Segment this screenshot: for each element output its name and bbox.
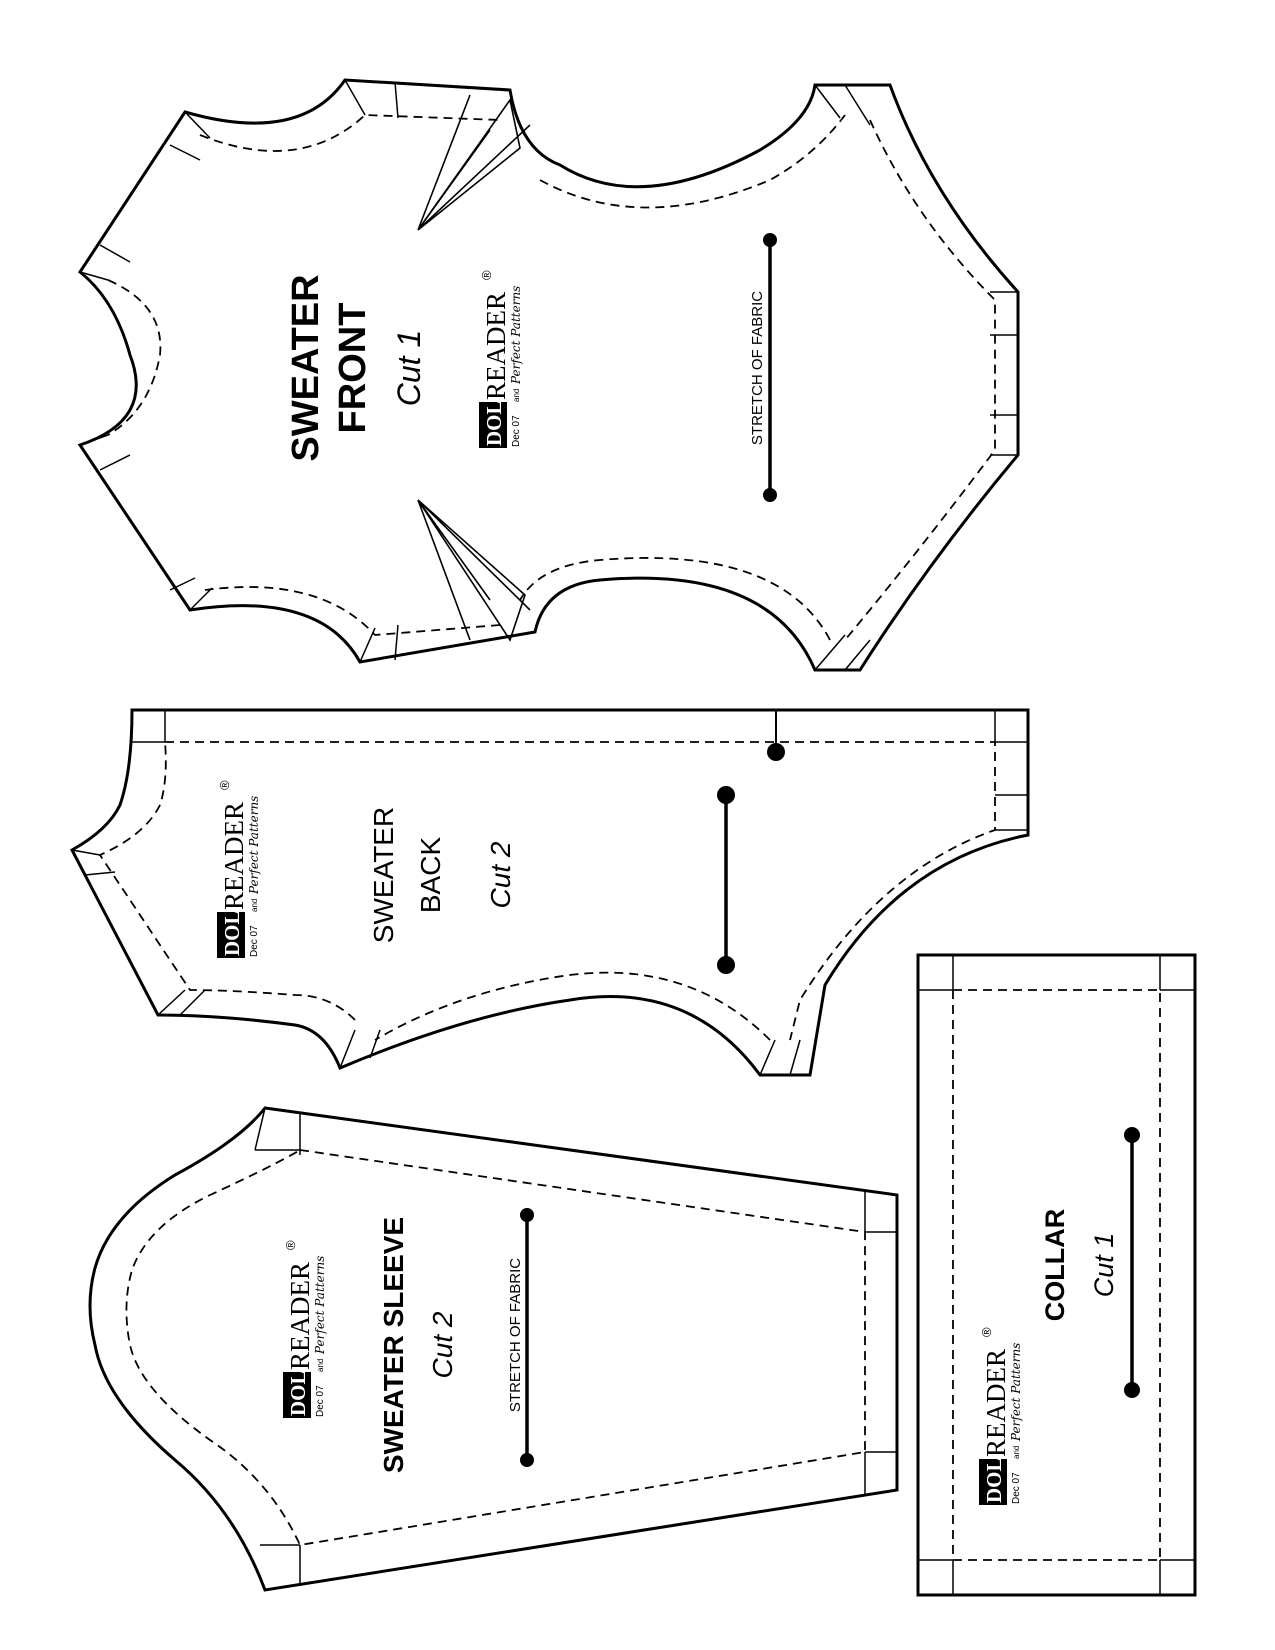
sweater-front-hem-ticks: [79, 79, 1018, 671]
svg-text:and: and: [512, 389, 521, 402]
svg-text:and: and: [1012, 1446, 1021, 1459]
sweater-front-piece: STRETCH OF FABRIC SWEATER FRONT Cut 1 DO…: [77, 78, 1020, 672]
svg-text:®: ®: [979, 1327, 994, 1337]
svg-text:and: and: [316, 1359, 325, 1372]
svg-text:READER: READER: [981, 1349, 1011, 1457]
svg-text:Perfect Patterns: Perfect Patterns: [247, 796, 261, 895]
sweater-back-logo: DOLL READER ® Dec 07 and Perfect Pattern…: [217, 780, 261, 958]
sweater-back-fold-mark: [767, 710, 785, 761]
sweater-back-hem-ticks: [71, 710, 1028, 1076]
sweater-front-seam-line: [107, 114, 996, 641]
svg-text:DOLL: DOLL: [286, 1356, 310, 1416]
svg-text:and: and: [250, 899, 259, 912]
sweater-sleeve-piece: STRETCH OF FABRIC SWEATER SLEEVE Cut 2 D…: [88, 1106, 899, 1592]
sweater-sleeve-title: SWEATER SLEEVE: [378, 1217, 409, 1473]
sweater-sleeve-seam-line: [125, 1149, 866, 1546]
sweater-back-piece: SWEATER BACK Cut 2 DOLL READER ® Dec 07 …: [69, 708, 1030, 1077]
svg-text:Perfect Patterns: Perfect Patterns: [509, 286, 523, 385]
sweater-back-subtitle: BACK: [415, 837, 446, 914]
sweater-back-cut-count: Cut 2: [485, 841, 516, 908]
sweater-back-seam-line: [98, 741, 996, 1041]
svg-text:READER: READER: [481, 292, 511, 400]
collar-corner-ticks: [918, 955, 1195, 1595]
collar-cut-line: [916, 953, 1197, 1597]
sweater-back-title: SWEATER: [368, 807, 399, 943]
sweater-front-title: SWEATER: [285, 274, 327, 461]
collar-grainline: [1124, 1127, 1140, 1398]
svg-text:READER: READER: [285, 1262, 315, 1370]
sweater-sleeve-grain-label: STRETCH OF FABRIC: [507, 1258, 524, 1412]
collar-cut-count: Cut 1: [1089, 1233, 1119, 1298]
svg-text:READER: READER: [219, 802, 249, 910]
sweater-front-grain-label: STRETCH OF FABRIC: [749, 291, 766, 445]
svg-text:Perfect Patterns: Perfect Patterns: [1009, 1343, 1023, 1442]
sweater-front-subtitle: FRONT: [332, 303, 374, 434]
sweater-sleeve-cut-count: Cut 2: [427, 1311, 458, 1378]
collar-piece: COLLAR Cut 1 DOLL READER ® Dec 07 and Pe…: [916, 953, 1197, 1597]
svg-text:®: ®: [479, 270, 494, 280]
sweater-front-bottom-dart: [417, 499, 531, 642]
sweater-back-cut-line: [69, 708, 1030, 1077]
sweater-front-top-dart: [417, 94, 531, 231]
svg-text:Perfect Patterns: Perfect Patterns: [313, 1256, 327, 1355]
collar-seam-line: [952, 989, 1161, 1561]
sweater-front-cut-line: [77, 78, 1020, 672]
sweater-sleeve-cut-line: [88, 1106, 899, 1592]
svg-text:Dec 07: Dec 07: [1011, 1472, 1022, 1504]
svg-text:DOLL: DOLL: [220, 896, 244, 956]
sweater-sleeve-logo: DOLL READER ® Dec 07 and Perfect Pattern…: [283, 1240, 327, 1418]
sweater-front-logo: DOLL READER ® Dec 07 and Perfect Pattern…: [479, 270, 523, 448]
collar-logo: DOLL READER ® Dec 07 and Perfect Pattern…: [979, 1327, 1023, 1505]
sweater-front-grainline: STRETCH OF FABRIC: [749, 233, 777, 502]
sweater-back-grainline: [717, 786, 735, 974]
collar-title: COLLAR: [1040, 1209, 1070, 1321]
svg-text:Dec 07: Dec 07: [511, 415, 522, 447]
svg-text:Dec 07: Dec 07: [249, 925, 260, 957]
svg-text:®: ®: [217, 780, 232, 790]
svg-text:DOLL: DOLL: [982, 1443, 1006, 1503]
sweater-sleeve-hem-ticks: [254, 1107, 897, 1585]
sweater-front-cut-count: Cut 1: [391, 330, 427, 406]
svg-text:DOLL: DOLL: [482, 386, 506, 446]
svg-text:®: ®: [283, 1240, 298, 1250]
svg-text:Dec 07: Dec 07: [315, 1385, 326, 1417]
sweater-sleeve-grainline: STRETCH OF FABRIC: [507, 1208, 534, 1467]
